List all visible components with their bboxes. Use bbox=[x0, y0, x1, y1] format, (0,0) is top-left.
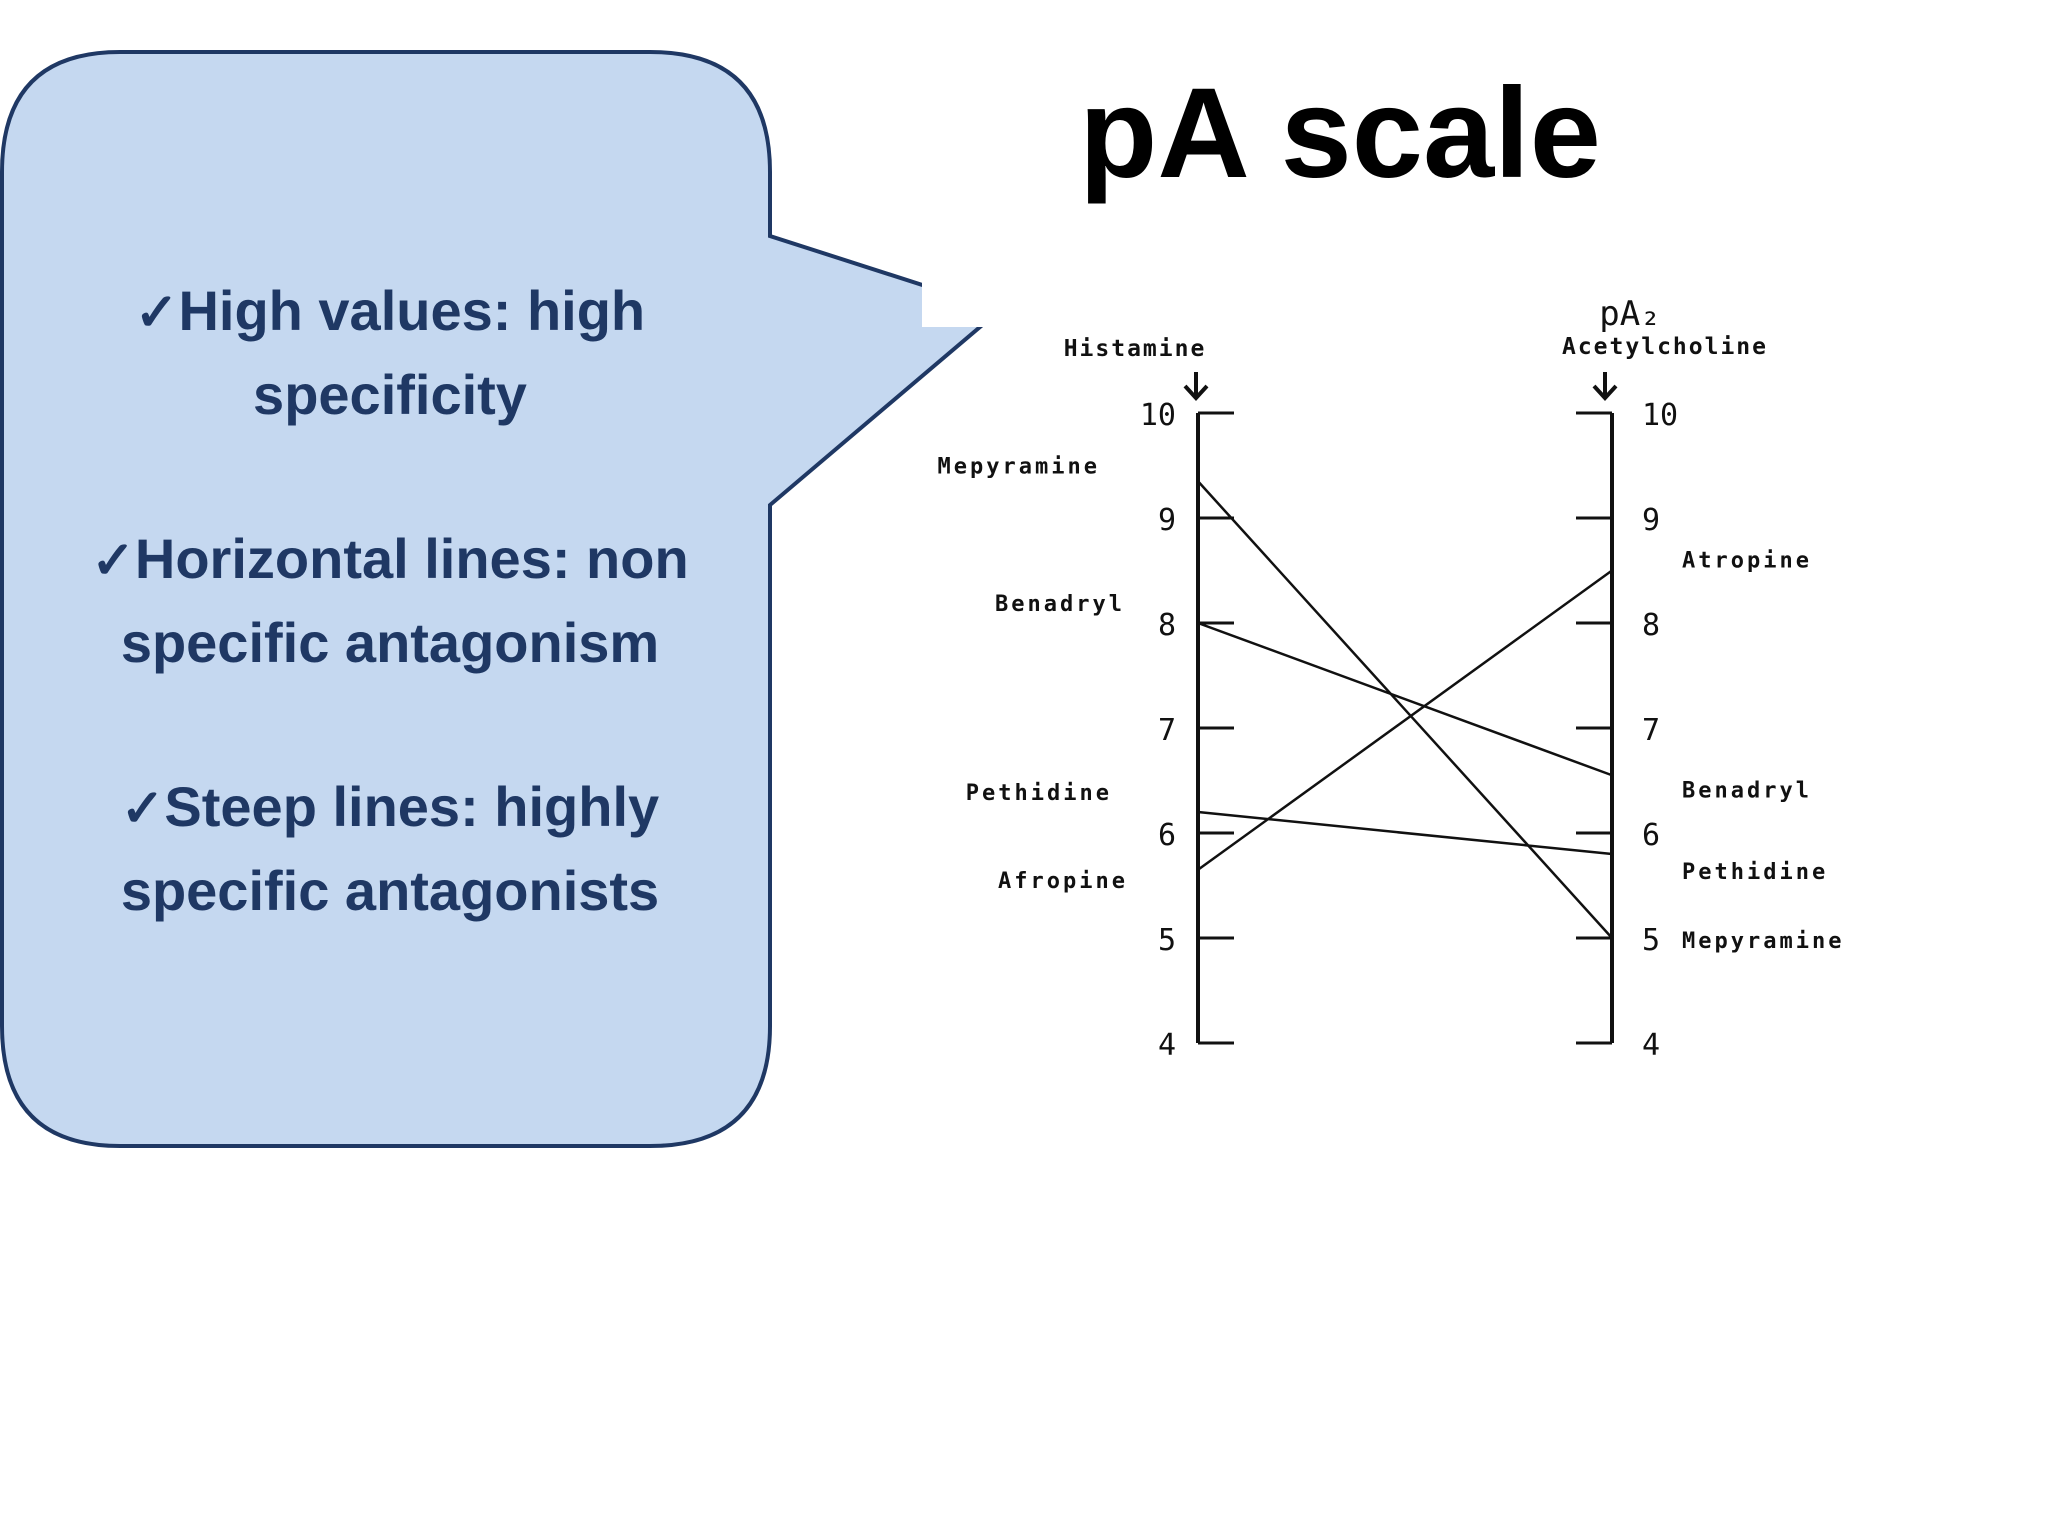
right-down-arrow-icon bbox=[1592, 372, 1618, 401]
right-tick-label: 6 bbox=[1642, 818, 1660, 853]
left-tick-label: 5 bbox=[1158, 923, 1176, 958]
left-tick-label: 10 bbox=[1140, 398, 1176, 433]
bullet-text: Horizontal lines: non specific antagonis… bbox=[120, 527, 689, 674]
bullet-steep-lines: ✓Steep lines: highly specific antagonist… bbox=[30, 766, 750, 932]
scale-label: pA₂ bbox=[1599, 294, 1660, 334]
atropine-right-label: Atropine bbox=[1682, 549, 1812, 574]
mepyramine-line bbox=[1197, 480, 1613, 939]
atropine-line bbox=[1197, 569, 1613, 871]
benadryl-left-label: Benadryl bbox=[995, 592, 1125, 617]
right-tick-label: 5 bbox=[1642, 923, 1660, 958]
benadryl-right-label: Benadryl bbox=[1682, 778, 1812, 803]
right-tick-label: 10 bbox=[1642, 398, 1678, 433]
callout-text: ✓High values: high specificity ✓Horizont… bbox=[30, 270, 750, 932]
pethidine-right-label: Pethidine bbox=[1682, 860, 1828, 885]
bullet-text: Steep lines: highly specific antagonists bbox=[120, 775, 660, 922]
right-tick-label: 7 bbox=[1642, 713, 1660, 748]
left-tick-label: 7 bbox=[1158, 713, 1176, 748]
left-agonist-label: Histamine bbox=[1064, 336, 1207, 362]
left-tick-label: 4 bbox=[1158, 1028, 1176, 1063]
bullet-high-values: ✓High values: high specificity bbox=[30, 270, 750, 436]
benadryl-line bbox=[1197, 621, 1613, 777]
bullet-text: High values: high specificity bbox=[178, 279, 646, 426]
mepyramine-left-label: Mepyramine bbox=[938, 454, 1100, 479]
pethidine-line bbox=[1197, 810, 1613, 856]
right-agonist-label: Acetylcholine bbox=[1562, 334, 1768, 360]
callout-bubble-shape bbox=[0, 50, 1005, 1148]
left-tick-label: 6 bbox=[1158, 818, 1176, 853]
mepyramine-right-label: Mepyramine bbox=[1682, 929, 1844, 954]
check-icon: ✓ bbox=[120, 780, 165, 838]
right-tick-label: 9 bbox=[1642, 503, 1660, 538]
bullet-horizontal-lines: ✓Horizontal lines: non specific antagoni… bbox=[30, 518, 750, 684]
left-down-arrow-icon bbox=[1183, 372, 1209, 401]
right-tick-label: 8 bbox=[1642, 608, 1660, 643]
left-tick-label: 8 bbox=[1158, 608, 1176, 643]
check-icon: ✓ bbox=[91, 532, 135, 590]
image-overlap-patch bbox=[922, 277, 1012, 327]
atropine-left-label: Afropine bbox=[998, 869, 1128, 894]
pethidine-left-label: Pethidine bbox=[966, 781, 1112, 806]
slide-title: pA scale bbox=[1079, 62, 1601, 205]
right-tick-label: 4 bbox=[1642, 1028, 1660, 1063]
check-icon: ✓ bbox=[134, 284, 179, 342]
left-tick-label: 9 bbox=[1158, 503, 1176, 538]
